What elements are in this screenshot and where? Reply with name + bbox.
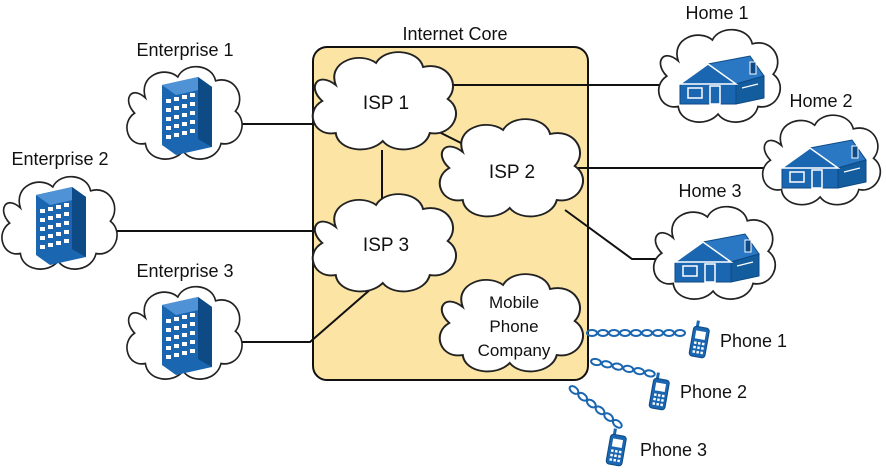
- home3-label: Home 3: [678, 181, 741, 201]
- wireless-signal-icon: [568, 385, 623, 429]
- isp3-label: ISP 3: [363, 235, 409, 256]
- phone2-label: Phone 2: [680, 382, 747, 402]
- enterprise3-label: Enterprise 3: [136, 261, 233, 281]
- mobile-company-label-line2: Phone: [489, 317, 538, 336]
- enterprise1-label: Enterprise 1: [136, 40, 233, 60]
- isp2-label: ISP 2: [489, 162, 535, 183]
- phone3-label: Phone 3: [640, 440, 707, 460]
- office-building-icon: [162, 77, 212, 155]
- mobile-phone-icon: [688, 319, 712, 359]
- isp1-label: ISP 1: [363, 93, 409, 114]
- mobile-phone-icon: [648, 371, 672, 411]
- phone1-label: Phone 1: [720, 331, 787, 351]
- link-enterprise3-isp3: [240, 287, 373, 343]
- mobile-company-label-line3: Company: [478, 341, 551, 360]
- office-building-icon: [162, 297, 212, 375]
- office-building-icon: [36, 187, 86, 265]
- home2-label: Home 2: [789, 91, 852, 111]
- mobile-company-label-line1: Mobile: [489, 293, 539, 312]
- connection-lines: [115, 84, 775, 343]
- enterprise2-label: Enterprise 2: [11, 149, 108, 169]
- home1-label: Home 1: [685, 3, 748, 23]
- internet-core-label: Internet Core: [402, 24, 507, 44]
- mobile-phone-icon: [605, 427, 629, 467]
- wireless-signal-icon: [590, 357, 656, 378]
- wireless-signal-icon: [586, 329, 686, 337]
